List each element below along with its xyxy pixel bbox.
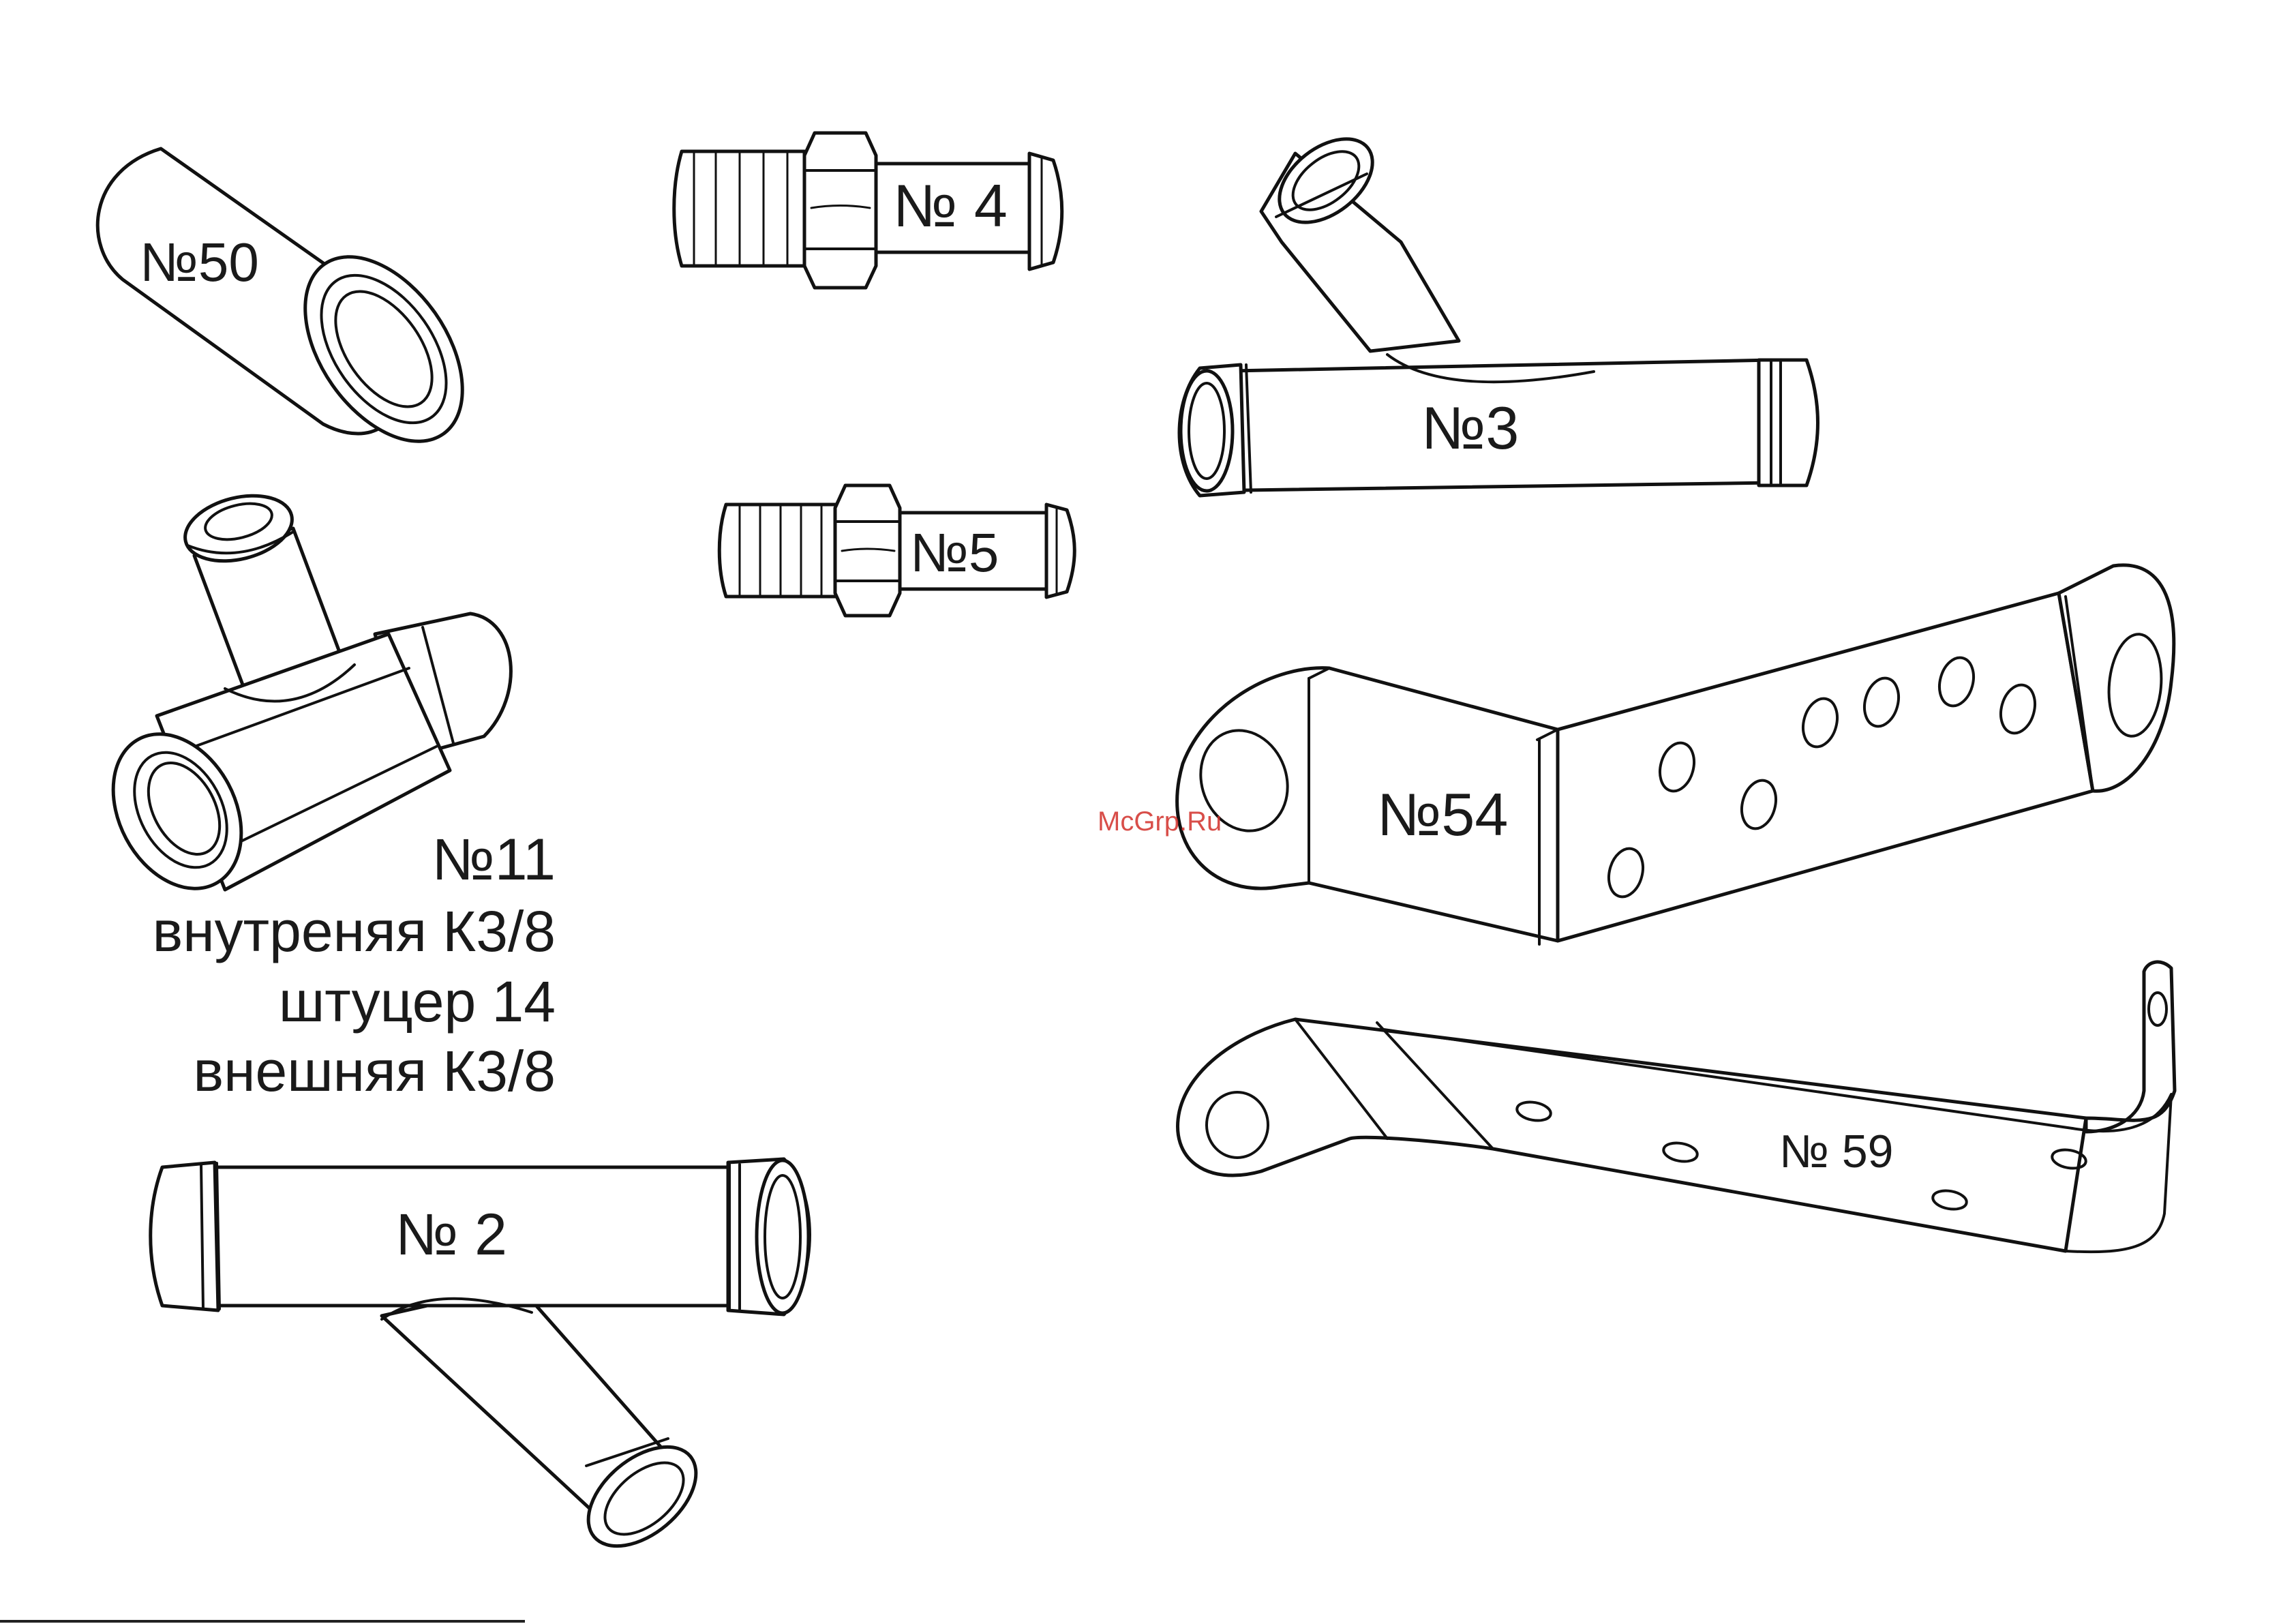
label-part-5: №5 <box>910 522 999 583</box>
part-54-bracket <box>1177 565 2174 944</box>
label-part-50: №50 <box>140 232 259 292</box>
label-part-11-line-2: штуцер 14 <box>279 969 556 1034</box>
label-part-11-line-1: внутреняя К3/8 <box>153 899 556 963</box>
watermark: McGrp.Ru <box>1098 807 1222 837</box>
part-59-strap <box>1178 962 2175 1252</box>
label-part-2: № 2 <box>395 1202 507 1267</box>
label-part-11-line-3: внешняя К3/8 <box>193 1039 556 1103</box>
label-part-4: № 4 <box>893 172 1008 239</box>
label-part-54: №54 <box>1377 781 1508 848</box>
part-5-hex-nipple <box>719 485 1074 616</box>
label-part-59: № 59 <box>1779 1126 1893 1177</box>
label-part-3: №3 <box>1421 394 1519 462</box>
label-part-11: №11 <box>432 827 556 892</box>
part-50-coupling <box>97 149 494 470</box>
